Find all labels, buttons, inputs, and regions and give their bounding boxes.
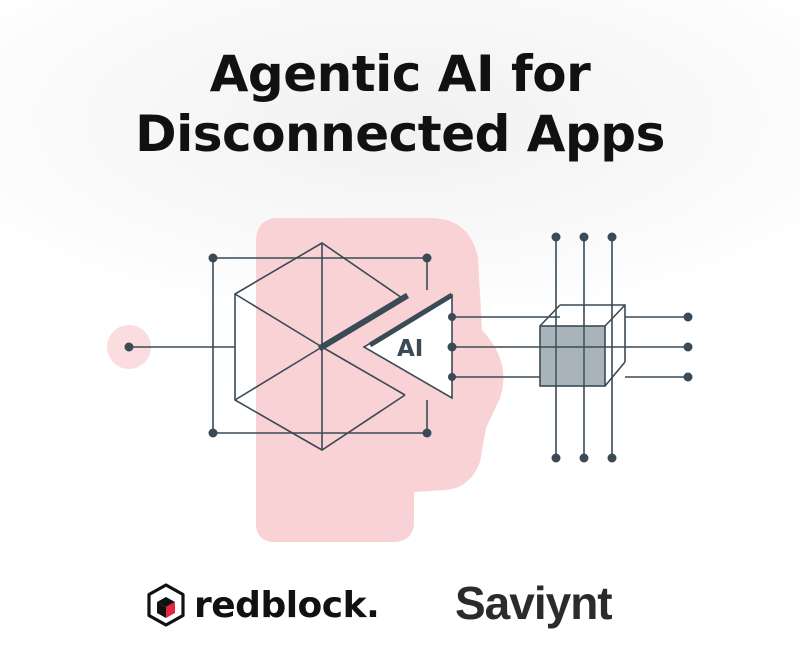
ai-label: AI	[397, 336, 423, 362]
saviynt-wordmark: Saviynt	[455, 577, 613, 629]
redblock-cube-icon	[147, 583, 185, 627]
headline: Agentic AI for Disconnected Apps	[0, 44, 800, 164]
saviynt-logo: Saviynt	[455, 577, 613, 629]
hex-chevron	[317, 292, 410, 352]
circuit-nodes	[124, 232, 693, 463]
cube-front	[539, 325, 606, 387]
redblock-wordmark: redblock.	[194, 584, 380, 626]
headline-line-1: Agentic AI for	[209, 45, 591, 103]
ai-triangle-shadow	[368, 292, 454, 348]
redblock-logo: redblock.	[146, 580, 380, 630]
headline-line-2: Disconnected Apps	[135, 105, 665, 163]
